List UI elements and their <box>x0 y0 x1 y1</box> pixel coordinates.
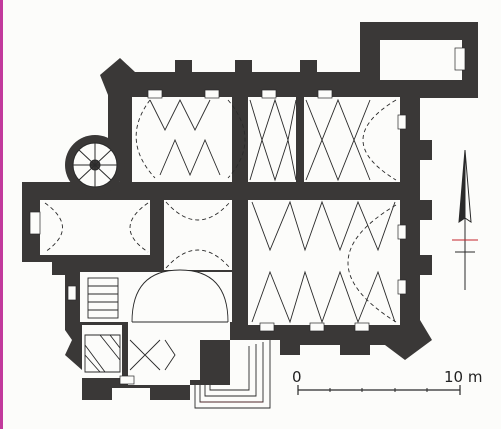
window-openings <box>29 47 466 385</box>
lower-stair <box>84 277 121 373</box>
scale-start-label: 0 <box>292 368 302 386</box>
scale-bar: 0 10 m <box>292 368 482 395</box>
north-arrow-icon <box>452 149 478 290</box>
entrance-steps <box>194 340 271 409</box>
vault-ribs <box>44 98 397 371</box>
scale-end-label: 10 m <box>444 368 482 386</box>
spiral-stair <box>72 142 118 188</box>
page-edge-stripe <box>0 0 3 429</box>
